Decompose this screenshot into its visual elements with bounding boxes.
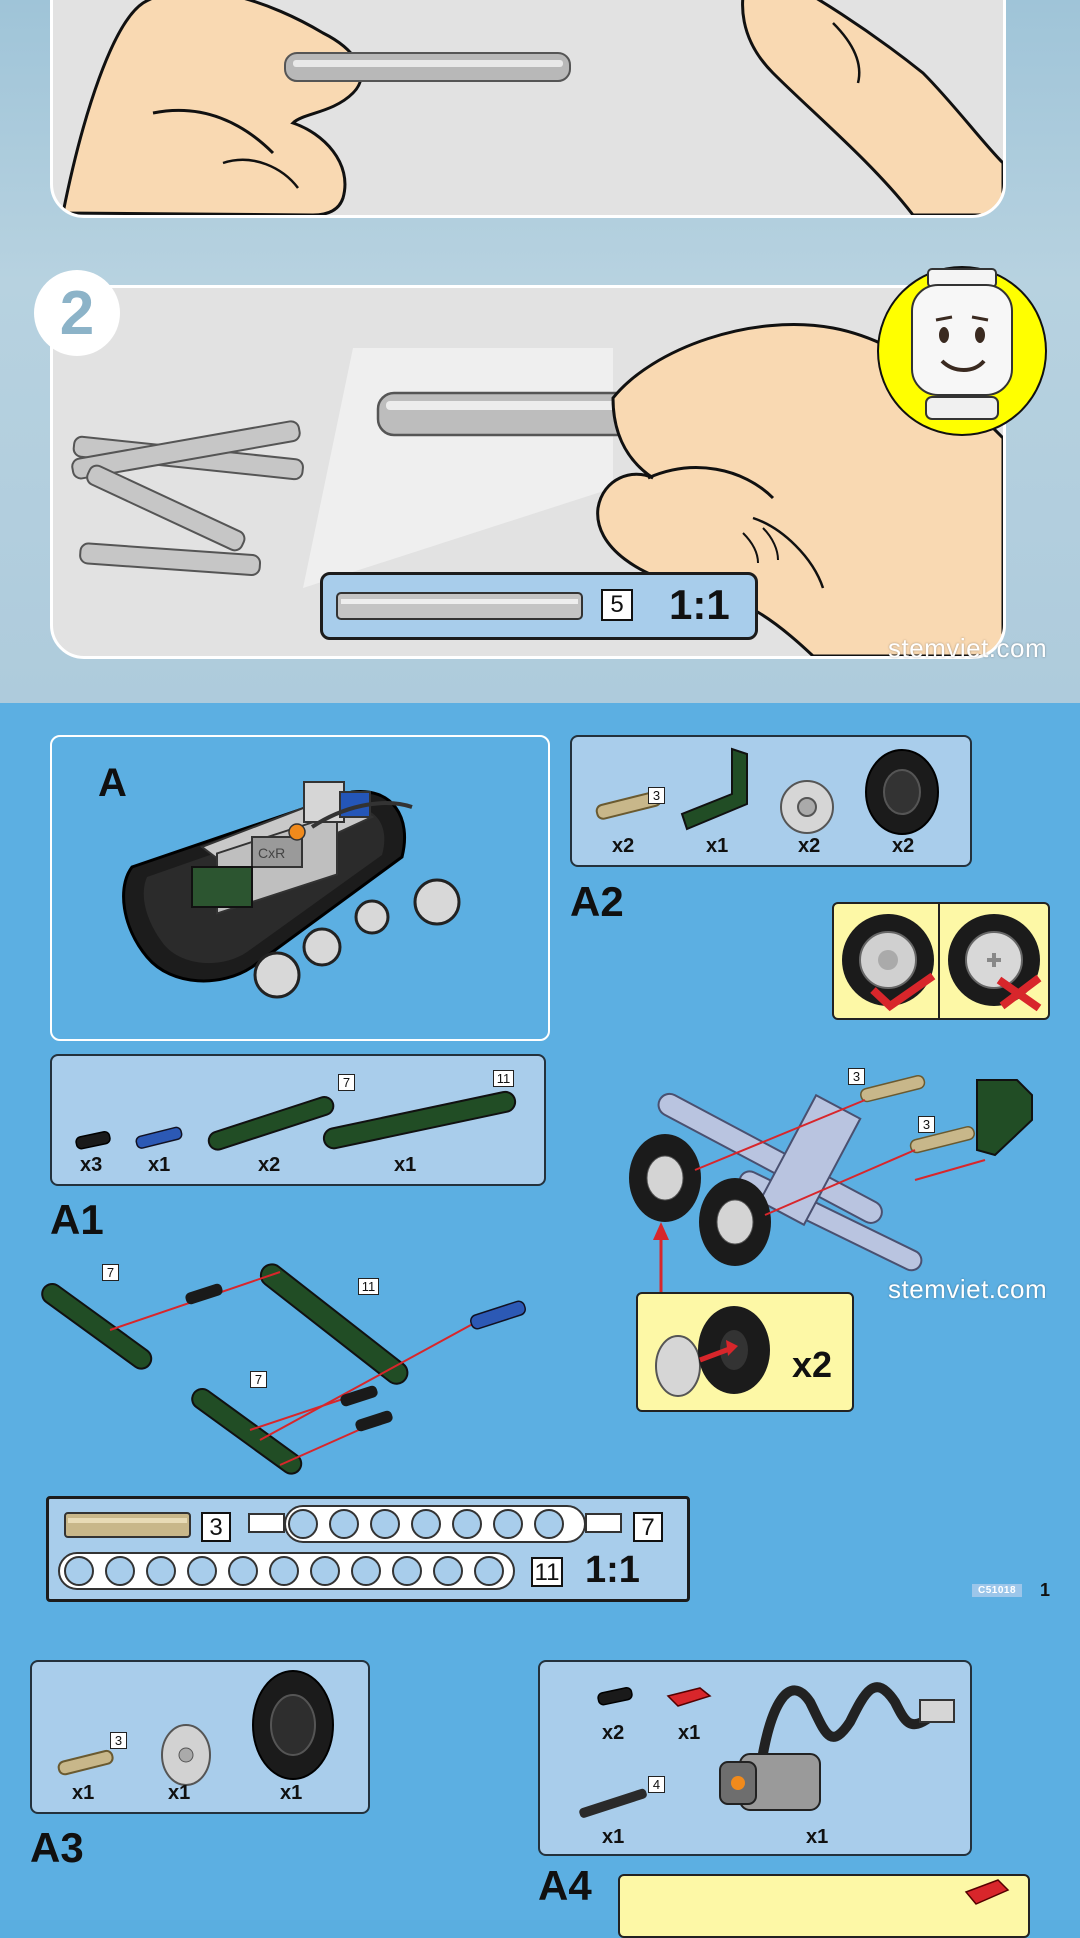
beam-7-ruler-icon: [248, 1505, 622, 1543]
a1-assembly-diagram: [41, 1263, 526, 1475]
a4-callout: [618, 1874, 1030, 1938]
a1-part-3-tag: 7: [338, 1074, 355, 1091]
friction-pin-icon: [597, 1686, 633, 1706]
a2-part-1-qty: x2: [612, 835, 635, 857]
submodel-a-label: A: [98, 761, 127, 805]
wheel-orientation-callout: [832, 902, 1050, 1020]
ruler-tag-axle: 3: [201, 1512, 231, 1542]
wrong-orientation-icon: [948, 914, 1042, 1012]
a1-part-2-qty: x1: [148, 1154, 171, 1176]
a2-part-3-qty: x2: [798, 835, 821, 857]
correct-orientation-icon: [842, 914, 936, 1012]
scale-label: 1:1: [669, 581, 730, 628]
a3-part-1-tag: 3: [110, 1732, 127, 1749]
a2-assembly-tag-2: 3: [918, 1116, 935, 1133]
a2-parts-box: 3 x2 x1 x2 x2: [570, 735, 972, 867]
wheel-assembly-qty: x2: [792, 1344, 833, 1385]
axle-5-icon: [336, 592, 583, 620]
a2-assembly-diagram: [629, 1074, 1033, 1295]
a1-label: A1: [50, 1196, 104, 1243]
step-number: 2: [59, 278, 95, 348]
a4-label: A4: [538, 1862, 592, 1909]
blue-pin-icon: [135, 1126, 183, 1149]
step-2-scale-reference: 5 1:1: [320, 572, 758, 640]
a1-part-3-qty: x2: [258, 1154, 281, 1176]
part-length-tag: 5: [601, 589, 633, 621]
svg-text:CxR: CxR: [258, 845, 285, 861]
beam-7-icon: [207, 1096, 335, 1151]
tracked-vehicle-illustration: CxR: [122, 781, 461, 999]
a4-part-2-qty: x1: [678, 1722, 701, 1744]
a3-part-1-qty: x1: [72, 1782, 95, 1804]
a4-part-3-tag: 4: [648, 1776, 665, 1793]
ruler-tag-beam-7: 7: [633, 1512, 663, 1542]
motor-cable-icon: [719, 1682, 955, 1811]
a1-parts-box: 7 11 x3 x1 x2 x1: [50, 1054, 546, 1186]
a4-part-4-qty: x1: [806, 1826, 829, 1848]
a1-assembly-tag-2: 11: [358, 1278, 379, 1295]
red-plate-icon: [666, 1687, 712, 1707]
friction-pin-icon: [75, 1130, 111, 1150]
a4-part-3-qty: x1: [602, 1826, 625, 1848]
hub-into-tire-icon: [655, 1306, 770, 1397]
axle-3-ruler-icon: [64, 1512, 191, 1538]
a3-part-2-qty: x1: [168, 1782, 191, 1804]
a1-part-1-qty: x3: [80, 1154, 103, 1176]
a1-part-4-qty: x1: [394, 1154, 417, 1176]
a4-part-1-qty: x2: [602, 1722, 625, 1744]
page-number: 1: [1040, 1580, 1051, 1600]
red-plate-icon: [964, 1879, 1010, 1905]
green-l-beam-icon: [680, 747, 748, 831]
a1-part-4-tag: 11: [493, 1070, 514, 1087]
wheel-hub-icon: [161, 1724, 211, 1786]
step-1-illustration: [61, 0, 1003, 215]
callout-divider: [938, 904, 940, 1018]
axle-3-icon: [57, 1749, 114, 1776]
wheel-hub-icon: [780, 780, 834, 834]
a3-label: A3: [30, 1824, 84, 1871]
watermark: stemviet.com: [888, 633, 1048, 663]
submodel-a-box: A CxR: [50, 735, 550, 1041]
a2-assembly-tag-1: 3: [848, 1068, 865, 1085]
a2-part-2-qty: x1: [706, 835, 729, 857]
a1-assembly-tag-1: 7: [102, 1264, 119, 1281]
beam-11-icon: [322, 1090, 517, 1150]
tire-icon: [865, 749, 939, 835]
a2-part-1-tag: 3: [648, 787, 665, 804]
page-code: C51018: [972, 1584, 1023, 1597]
a4-parts-box: 4 x2 x1 x1 x1: [538, 1660, 972, 1856]
a2-part-4-qty: x2: [892, 835, 915, 857]
part-length-ruler: 3 7 11 1:1: [46, 1496, 690, 1602]
minifig-head-icon: [877, 266, 1047, 436]
ruler-tag-beam-11: 11: [531, 1557, 563, 1587]
a3-part-3-qty: x1: [280, 1782, 303, 1804]
watermark-2: stemviet.com: [888, 1274, 1048, 1304]
axle-4-icon: [579, 1788, 647, 1818]
a1-assembly-tag-3: 7: [250, 1371, 267, 1388]
step-number-badge: 2: [34, 270, 120, 356]
a3-parts-box: 3 x1 x1 x1: [30, 1660, 370, 1814]
loose-axles: [71, 420, 304, 576]
step-1-panel: [50, 0, 1006, 218]
a2-label: A2: [570, 878, 624, 925]
ruler-scale-label: 1:1: [585, 1549, 640, 1591]
tire-icon: [252, 1670, 334, 1780]
wheel-assembly-callout: x2: [636, 1292, 854, 1412]
beam-11-ruler-icon: [58, 1552, 515, 1590]
